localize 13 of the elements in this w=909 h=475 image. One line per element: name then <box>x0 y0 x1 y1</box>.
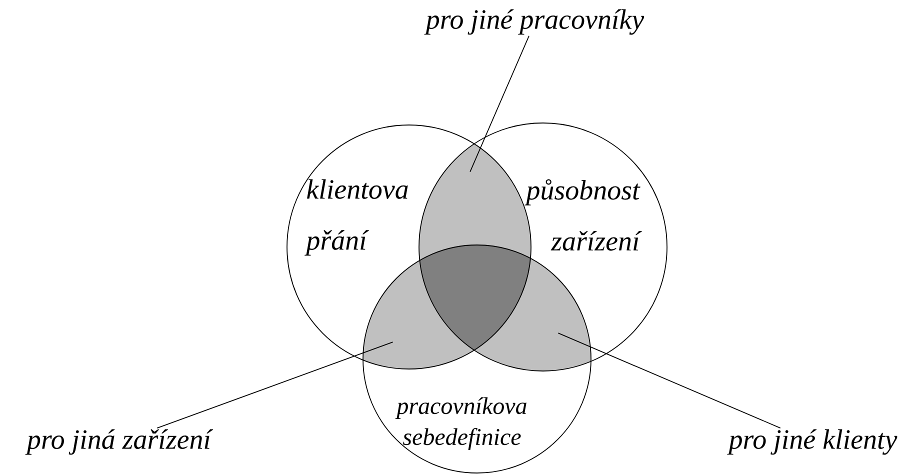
callout-label: pro jiné klienty <box>727 429 898 455</box>
circle <box>418 122 668 372</box>
callout-label: pro jiná zařízení <box>25 429 214 455</box>
leader-line <box>156 342 394 429</box>
overlap-region <box>363 260 474 369</box>
center-overlap-region <box>420 245 530 350</box>
circle-label: působnost zařízení <box>524 179 642 251</box>
leader-line <box>470 36 530 172</box>
callout-label: pro jiné pracovníky <box>424 9 644 35</box>
circle-label: klientova přání <box>304 179 408 256</box>
leader-line <box>558 332 781 428</box>
overlap-region <box>474 258 591 371</box>
circle-label: pracovníkova sebedefinice <box>395 397 526 450</box>
